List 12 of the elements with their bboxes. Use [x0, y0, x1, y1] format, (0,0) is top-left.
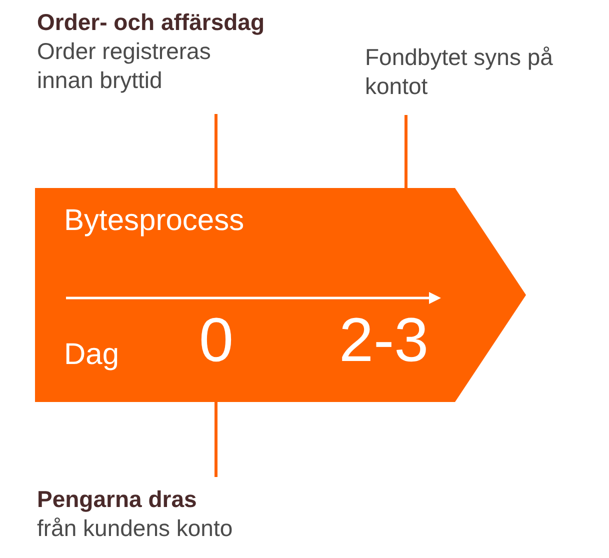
- leader-line: [404, 115, 408, 188]
- leader-line: [214, 402, 218, 477]
- annotation-text: från kundens konto: [37, 514, 234, 543]
- annotation-heading: Order- och affärsdag: [37, 8, 266, 37]
- day-number: 2-3: [339, 310, 429, 372]
- annotation-heading: Pengarna dras: [37, 485, 198, 514]
- process-title: Bytesprocess: [64, 206, 244, 236]
- day-number: 0: [199, 310, 234, 372]
- axis-label: Dag: [64, 340, 120, 370]
- annotation-text: Order registreras innan bryttid: [37, 37, 212, 95]
- leader-line: [214, 114, 218, 188]
- annotation-text: Fondbytet syns på kontot: [365, 43, 554, 101]
